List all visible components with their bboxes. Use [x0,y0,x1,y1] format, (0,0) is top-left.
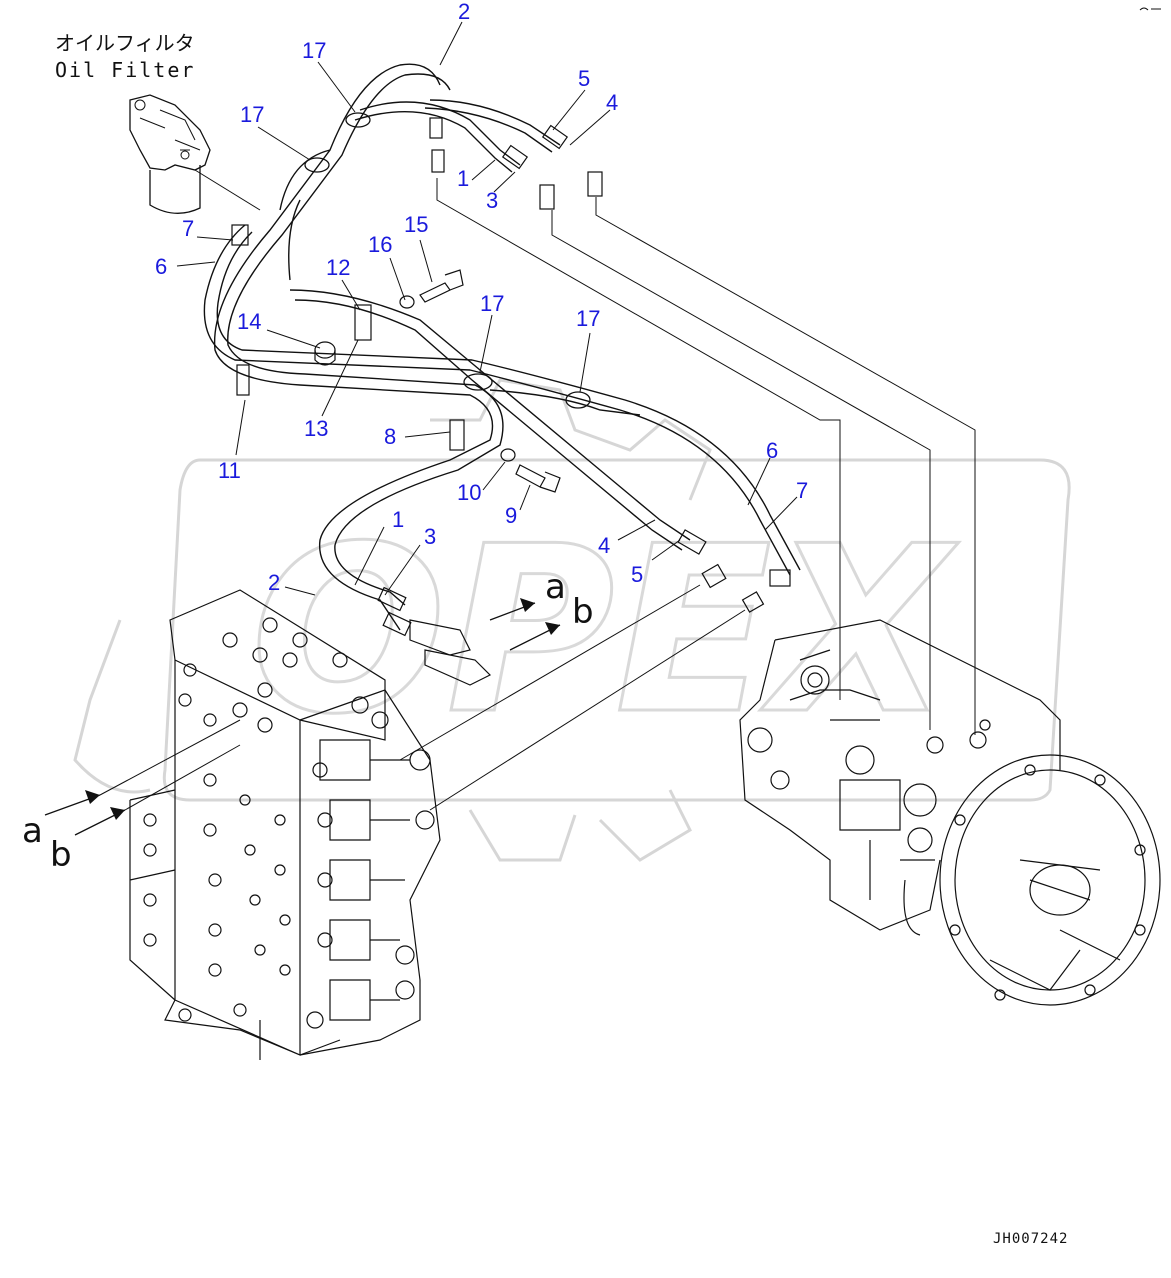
callout-15: 15 [404,212,428,237]
callout-10: 10 [457,480,481,505]
callout-4: 4 [598,533,610,558]
callout-2: 2 [268,570,280,595]
drawing-code: JH007242 [993,1231,1068,1247]
callout-3: 3 [424,524,436,549]
callout-9: 9 [505,503,517,528]
label-a-top: a [545,567,566,607]
hose-bundle [203,63,801,631]
connection-arrows [44,598,561,836]
leader-lines [176,21,798,596]
callout-17: 17 [302,38,326,63]
callout-16: 16 [368,232,392,257]
callout-labels: 2 17 17 5 4 1 3 7 6 15 16 12 14 17 17 13… [155,0,808,595]
callout-6: 6 [155,254,167,279]
callout-4: 4 [606,90,618,115]
callout-5: 5 [578,66,590,91]
callout-17: 17 [240,102,264,127]
callout-3: 3 [486,188,498,213]
callout-17: 17 [480,291,504,316]
callout-7: 7 [182,216,194,241]
watermark-text: OPEX [251,498,959,765]
callout-14: 14 [237,309,261,334]
callout-5: 5 [631,562,643,587]
watermark: OPEX [73,378,1071,862]
oil-filter-assembly [129,94,261,214]
callout-6: 6 [766,438,778,463]
clamps-and-fittings [231,112,791,686]
callout-2: 2 [458,0,470,24]
callout-13: 13 [304,416,328,441]
label-a-bottom: a [22,811,43,851]
label-b-top: b [572,592,594,632]
label-b-bottom: b [50,835,72,875]
control-valve [129,589,441,1060]
main-pump [739,619,1161,1006]
reference-lines [399,178,976,811]
oil-filter-label-jp: オイルフィルタ [55,31,195,55]
callout-7: 7 [796,478,808,503]
callout-1: 1 [457,166,469,191]
callout-11: 11 [218,458,241,483]
corner-mark [1139,7,1161,11]
callout-12: 12 [326,255,350,280]
callout-17: 17 [576,306,600,331]
callout-8: 8 [384,424,396,449]
oil-filter-label-en: Oil Filter [55,58,195,82]
callout-1: 1 [392,507,404,532]
